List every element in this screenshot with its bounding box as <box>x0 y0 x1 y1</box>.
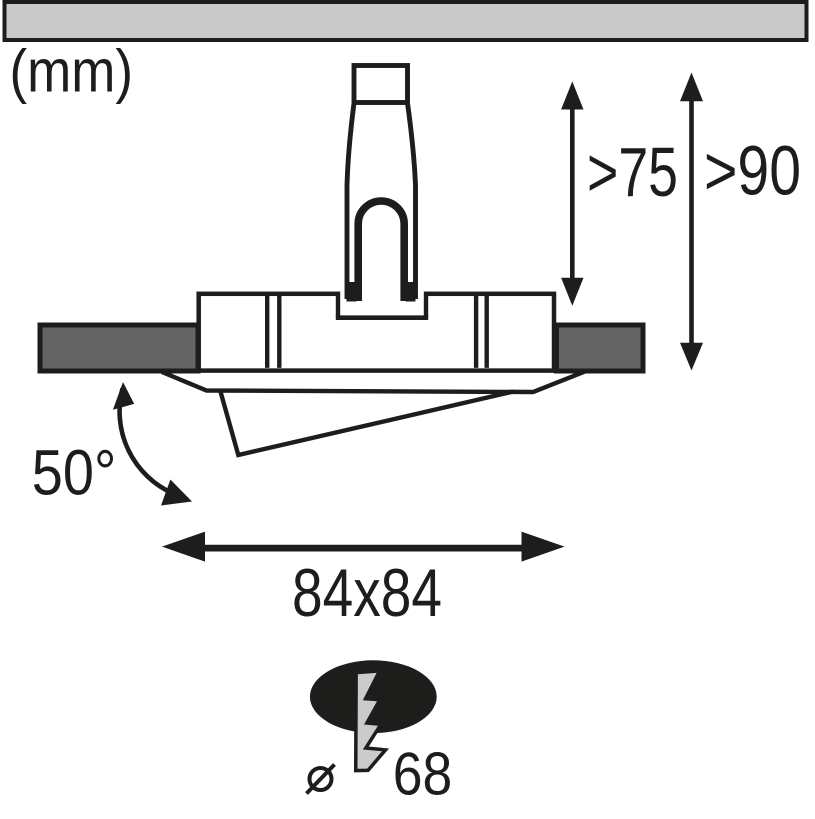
svg-text:68: 68 <box>393 740 453 808</box>
svg-text:84x84: 84x84 <box>292 556 442 631</box>
svg-text:(mm): (mm) <box>10 37 134 105</box>
svg-text:>90: >90 <box>704 132 801 210</box>
svg-text:50°: 50° <box>32 436 117 508</box>
svg-text:>75: >75 <box>587 133 678 211</box>
